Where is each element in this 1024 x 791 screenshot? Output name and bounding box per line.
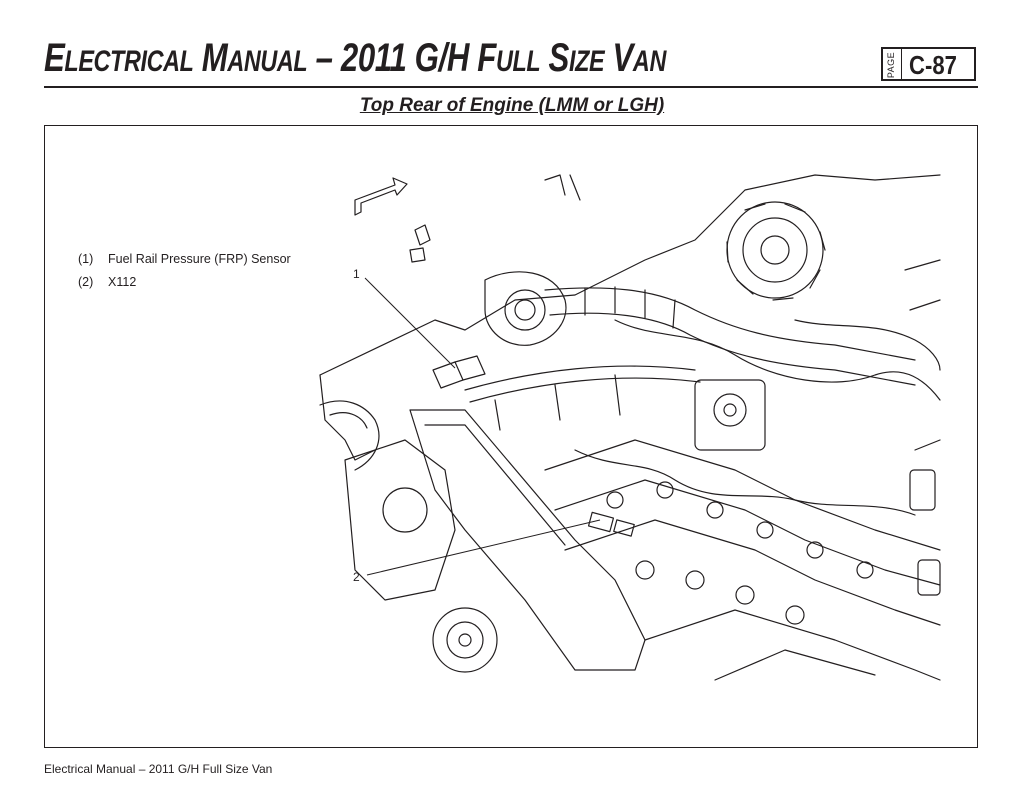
title-word: – 2011 G/H [315,36,470,80]
title-word: SIZE [548,36,605,80]
figure-frame [44,125,978,748]
page-label: PAGE [886,51,897,79]
legend-text: Fuel Rail Pressure (FRP) Sensor [108,252,291,266]
legend-item: (2) X112 [78,271,291,294]
title-word: ELECTRICAL [44,36,194,80]
document-title: ELECTRICAL MANUAL – 2011 G/H FULL SIZE V… [44,38,666,78]
legend-item: (1) Fuel Rail Pressure (FRP) Sensor [78,248,291,271]
callout-label-1: 1 [353,267,360,281]
header-rule [44,86,978,88]
legend-number: (2) [78,275,94,289]
page-footer: Electrical Manual – 2011 G/H Full Size V… [44,762,273,776]
callout-label-2: 2 [353,570,360,584]
page-number-box: PAGE C-87 [881,47,976,81]
engine-illustration [319,174,941,681]
title-word: VAN [612,36,667,80]
page-subtitle: Top Rear of Engine (LMM or LGH) [359,95,665,116]
page-label-cell: PAGE [883,49,902,79]
callout-1-leader [364,277,456,369]
callout-2-leader [366,519,601,576]
legend-text: X112 [108,275,137,289]
page-number: C-87 [909,50,957,80]
title-word: FULL [477,36,541,80]
legend-number: (1) [78,252,94,266]
title-word: MANUAL [201,36,308,80]
component-legend: (1) Fuel Rail Pressure (FRP) Sensor (2) X1… [78,248,291,294]
orientation-arrow-icon [354,177,408,216]
